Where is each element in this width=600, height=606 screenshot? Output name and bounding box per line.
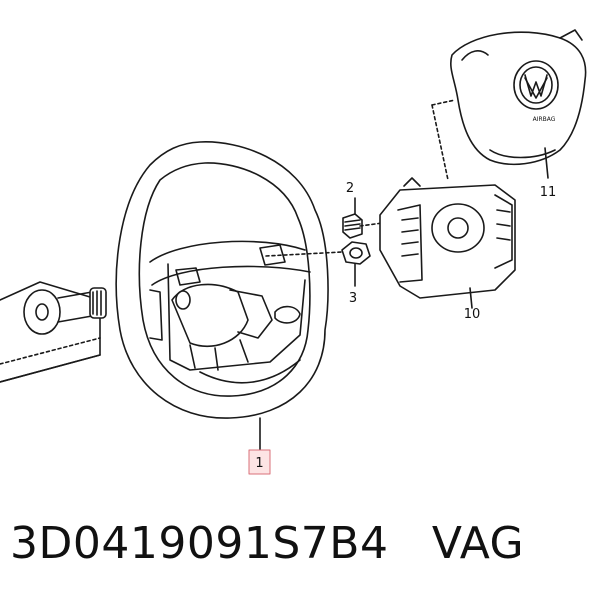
callout-1-highlight [248,449,271,475]
part-number: 3D0419091S7B4 [10,518,389,569]
steering-wheel [115,141,329,419]
callout-11-label: 11 [540,185,557,200]
airbag-module [431,29,587,181]
callout-1-label: 1 [255,456,263,471]
airbag-text: AIRBAG [533,116,556,123]
nut [265,241,371,287]
steering-column [0,281,107,383]
callout-3-label: 3 [349,291,357,306]
callout-2-label: 2 [346,181,354,196]
part-number-line: 3D0419091S7B4 VAG [10,518,524,569]
clock-spring [379,177,516,309]
callout-10-label: 10 [464,307,481,322]
brand: VAG [431,518,525,569]
